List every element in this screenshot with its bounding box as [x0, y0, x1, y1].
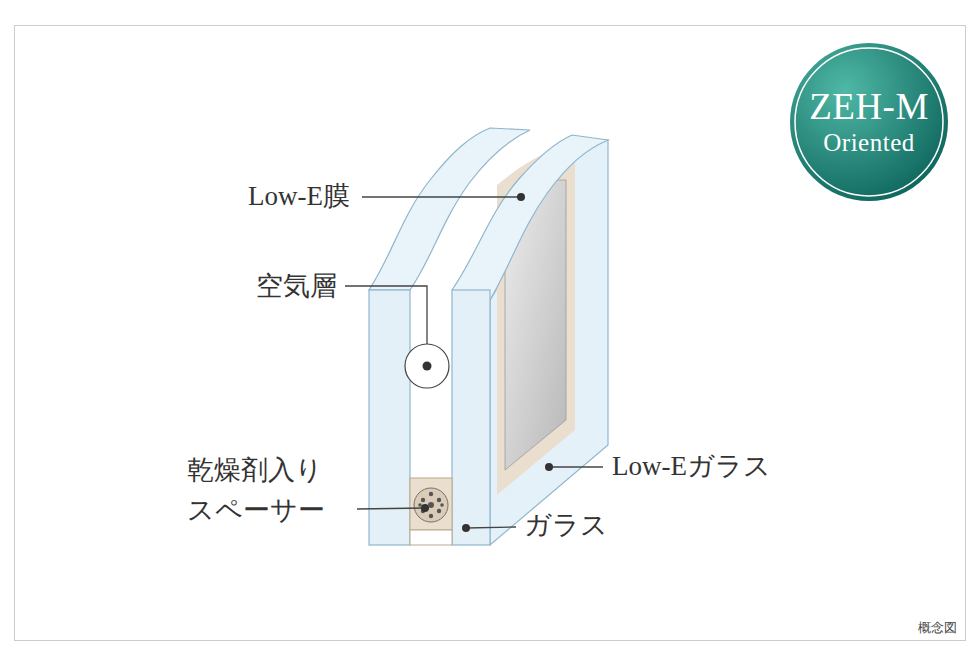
part-label: Low-E膜	[248, 180, 350, 212]
part-label: 乾燥剤入り スペーサー	[187, 450, 325, 530]
badge-text: ZEH-M Oriented	[803, 86, 934, 157]
part-label: 空気層	[256, 270, 337, 302]
part-label: Low-Eガラス	[612, 450, 771, 482]
note-text: 概念図	[918, 620, 957, 636]
badge-circle: ZEH-M Oriented	[789, 42, 949, 202]
part-label: ガラス	[524, 509, 608, 541]
